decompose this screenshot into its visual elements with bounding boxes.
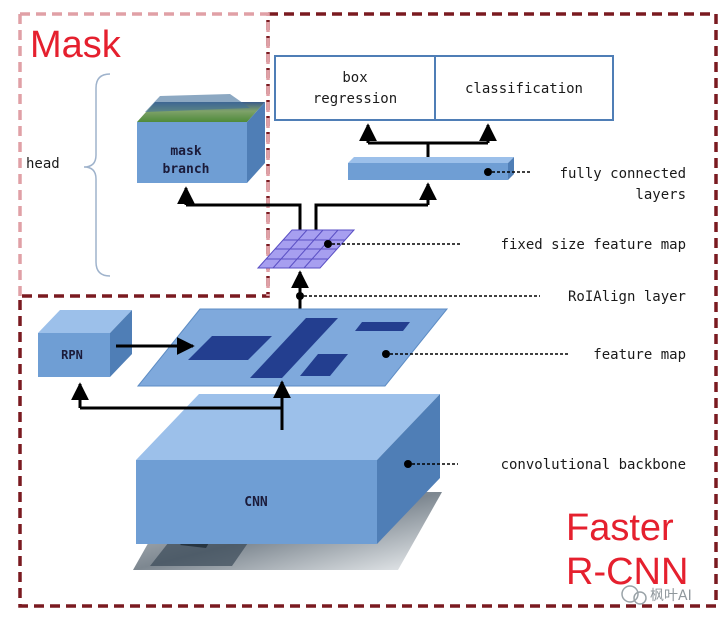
output-arrows (359, 123, 497, 157)
faster-title-line1: Faster (566, 507, 674, 549)
feature-map-label: feature map (593, 347, 686, 363)
roialign-label: RoIAlign layer (568, 289, 686, 305)
head-arrows (177, 182, 437, 230)
mask-branch-block (137, 94, 265, 183)
mask-title: Mask (30, 24, 122, 66)
fixed-size-feature-map (256, 229, 356, 269)
rpn-label: RPN (61, 348, 83, 362)
head-bracket (83, 73, 111, 277)
rpn-block (38, 310, 132, 377)
cnn-block (136, 394, 440, 544)
output-boxes (274, 55, 614, 121)
mask-branch-label-line2: branch (163, 162, 210, 177)
fixed-map-pointer-dot (324, 240, 332, 248)
feature-map-plane (136, 308, 449, 387)
roialign-pointer-dot (296, 292, 304, 300)
fully-connected-block (348, 157, 514, 180)
cnn-label: CNN (244, 495, 268, 510)
fixed-map-label: fixed size feature map (501, 237, 686, 253)
fc-label-line2: layers (635, 187, 686, 203)
fc-pointer-dot (484, 168, 492, 176)
backbone-label: convolutional backbone (501, 457, 686, 473)
classification-label: classification (465, 81, 583, 97)
box-regression-line1: box (342, 70, 367, 86)
feature-map-pointer-dot (382, 350, 390, 358)
watermark: 枫叶AI (621, 585, 692, 605)
mask-region (18, 12, 270, 296)
box-regression-line2: regression (313, 91, 397, 107)
backbone-pointer-dot (404, 460, 412, 468)
head-label: head (26, 156, 60, 172)
fc-label-line1: fully connected (560, 166, 686, 182)
mask-branch-label-line1: mask (170, 144, 201, 159)
watermark-text: 枫叶AI (650, 588, 692, 604)
backbone-arrows (71, 380, 291, 430)
